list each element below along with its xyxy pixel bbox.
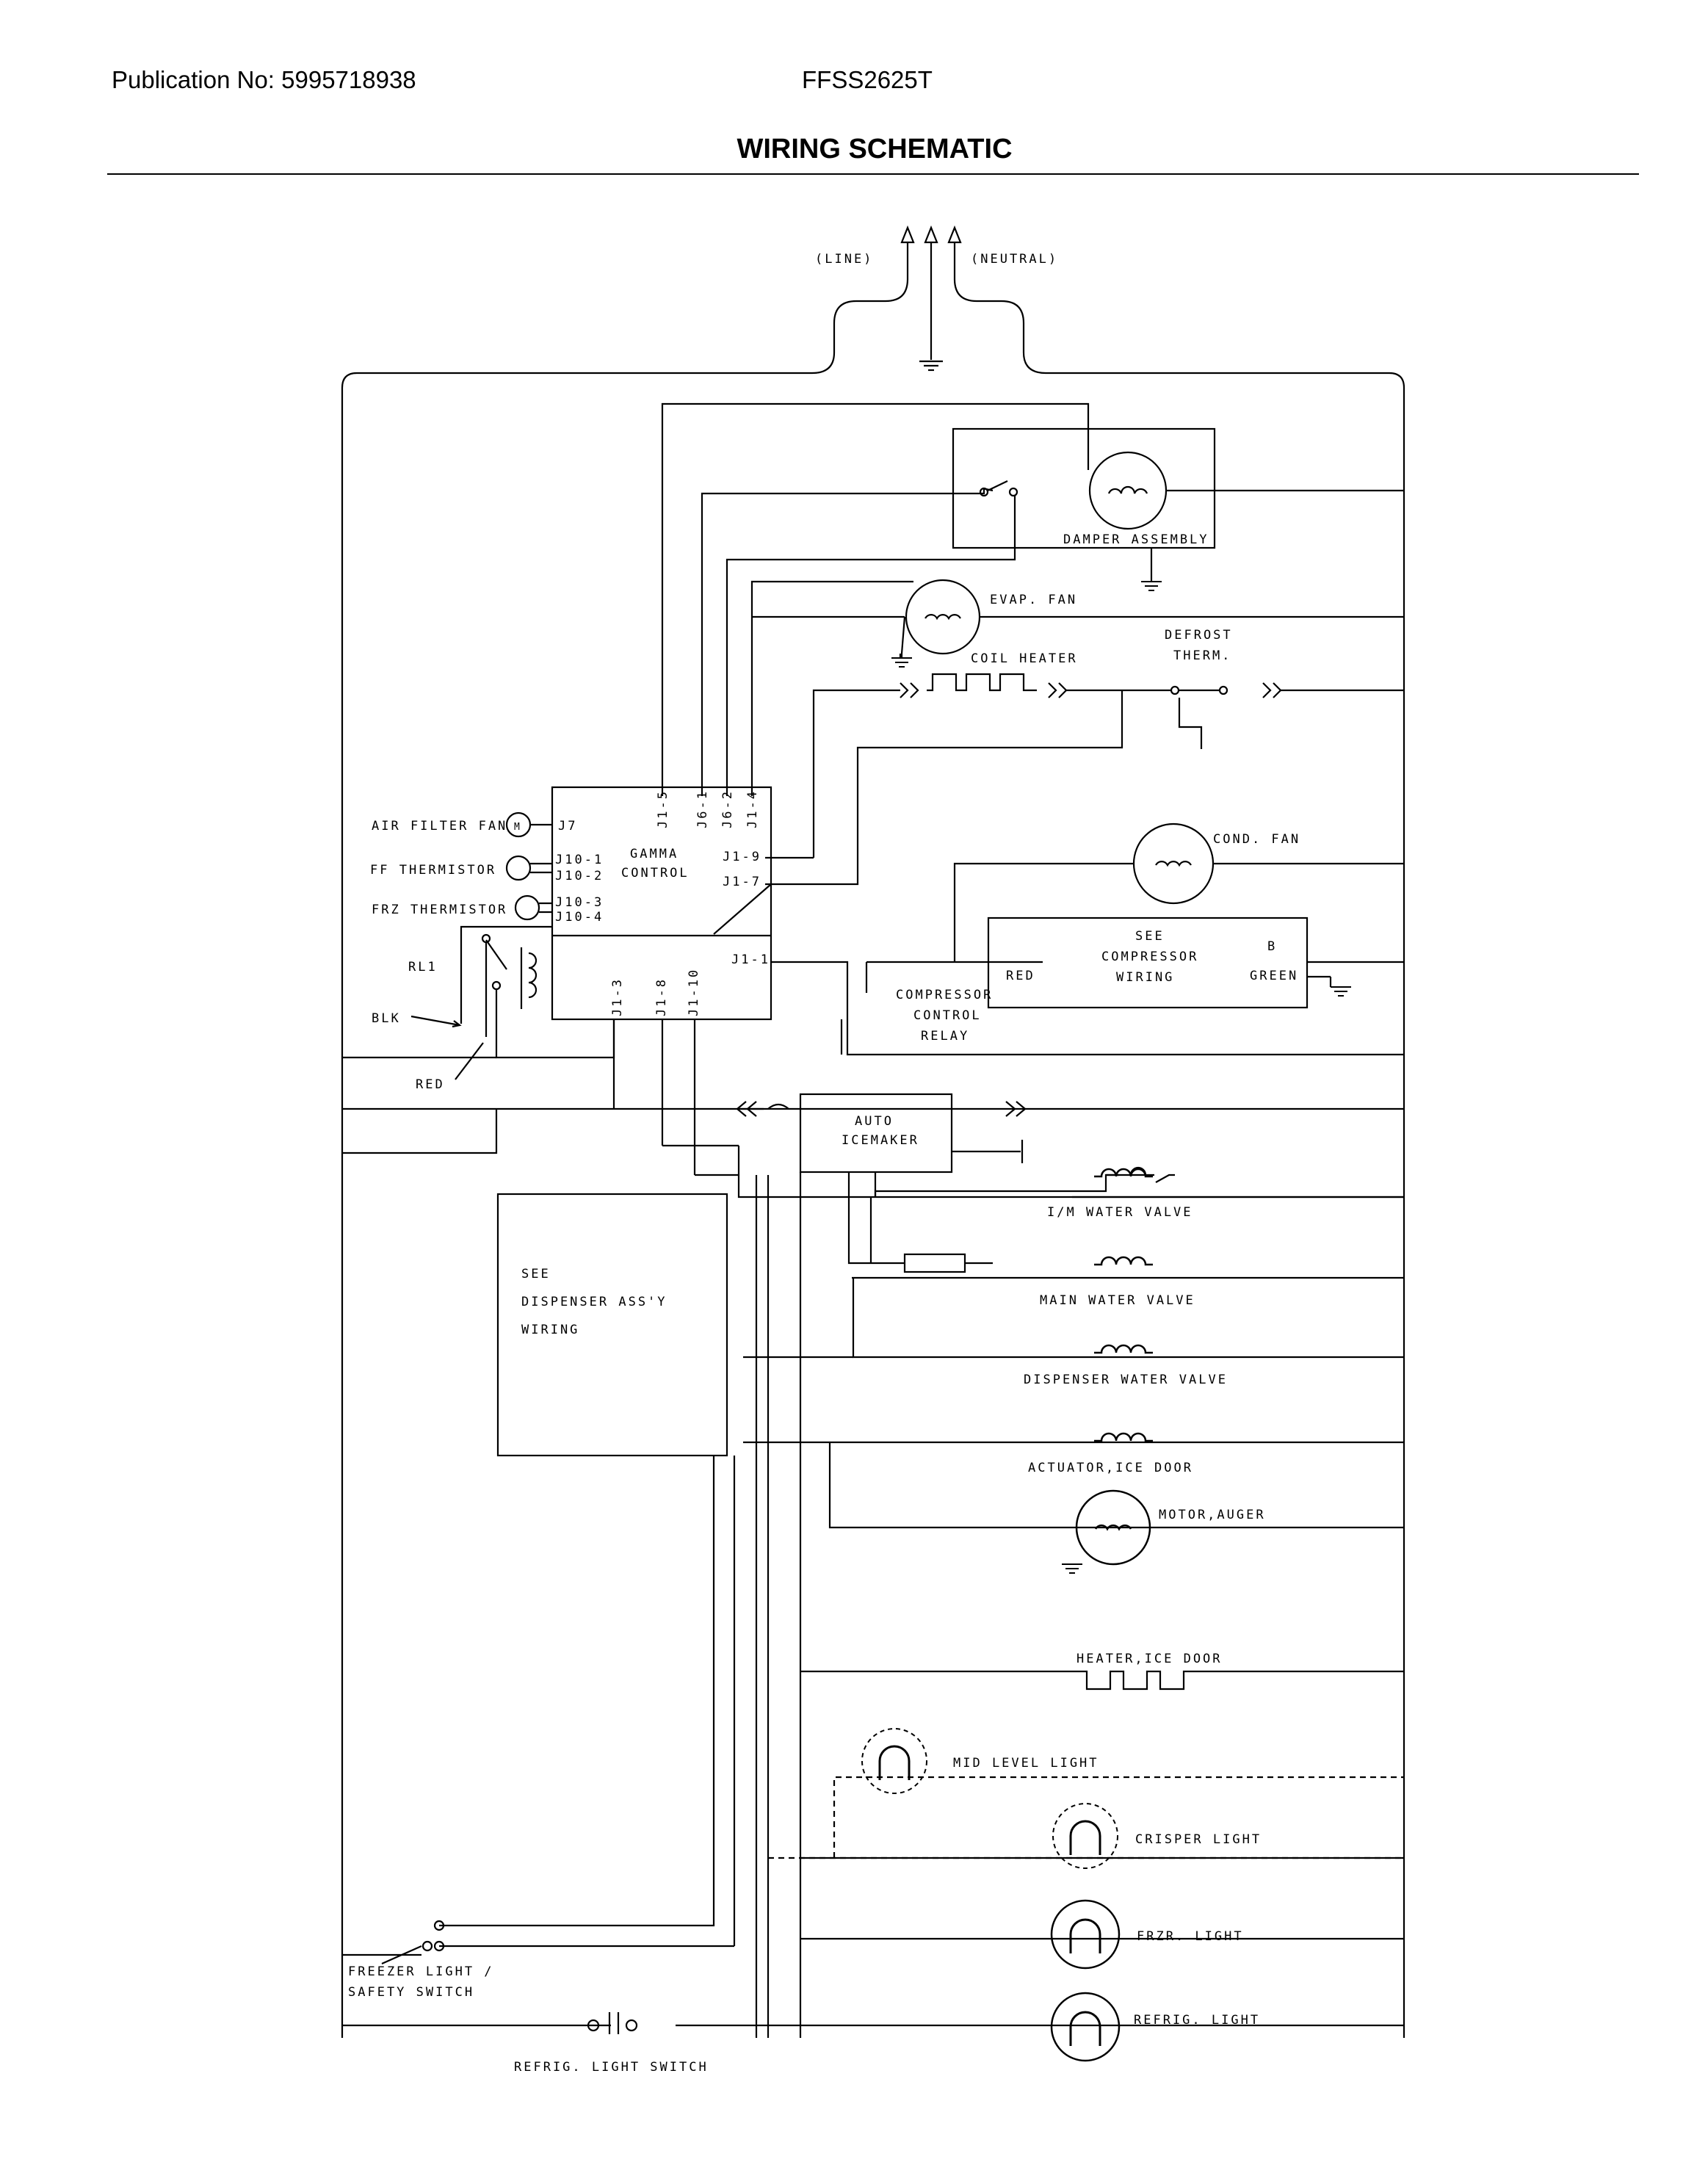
j1-3-label: J1-3 <box>610 977 625 1016</box>
dashed-wire-layer <box>768 1776 1404 1859</box>
neutral-label: (NEUTRAL) <box>971 252 1058 267</box>
relay-label-1: COMPRESSOR <box>896 988 993 1002</box>
dispenser-label-3: WIRING <box>521 1323 579 1337</box>
damper-assembly-label: DAMPER ASSEMBLY <box>1063 532 1209 547</box>
freezer-switch-label-1: FREEZER LIGHT / <box>348 1964 494 1979</box>
component-glyphs <box>861 581 1352 2062</box>
gamma-label-1: GAMMA <box>630 847 679 861</box>
dispenser-water-valve-label: DISPENSER WATER VALVE <box>1024 1373 1228 1387</box>
red-label-left: RED <box>416 1077 445 1092</box>
ff-thermistor-label: FF THERMISTOR <box>370 863 496 878</box>
j1-4-label: J1-4 <box>745 789 760 828</box>
page-title: WIRING SCHEMATIC <box>737 134 1013 164</box>
j1-1-label: J1-1 <box>731 952 770 967</box>
line-label: (LINE) <box>815 252 873 267</box>
frz-thermistor-label: FRZ THERMISTOR <box>372 903 507 917</box>
b-compressor-label: B <box>1267 939 1277 954</box>
refrig-switch-label: REFRIG. LIGHT SWITCH <box>514 2060 709 2075</box>
motor-auger-label: MOTOR,AUGER <box>1159 1508 1266 1522</box>
title-rule <box>107 173 1639 175</box>
j10-3-label: J10-3 <box>555 895 604 910</box>
see-compressor-label-3: WIRING <box>1116 970 1174 985</box>
j10-1-label: J10-1 <box>555 853 604 867</box>
icemaker-label-1: AUTO <box>855 1114 894 1129</box>
j1-10-label: J1-10 <box>687 968 701 1016</box>
mid-level-light-label: MID LEVEL LIGHT <box>953 1756 1099 1771</box>
j1-9-label: J1-9 <box>723 850 761 864</box>
coil-heater-label: COIL HEATER <box>971 651 1078 666</box>
gamma-label-2: CONTROL <box>621 866 690 881</box>
j1-8-label: J1-8 <box>654 977 669 1016</box>
relay-label-3: RELAY <box>921 1029 969 1044</box>
j6-1-label: J6-1 <box>695 789 710 828</box>
cond-fan-label: COND. FAN <box>1213 832 1300 847</box>
defrost-therm-label-1: DEFROST <box>1165 628 1233 643</box>
heater-ice-door-label: HEATER,ICE DOOR <box>1076 1652 1223 1666</box>
air-filter-fan-label: AIR FILTER FAN <box>372 819 507 834</box>
j6-2-label: J6-2 <box>720 789 735 828</box>
crisper-light-label: CRISPER LIGHT <box>1135 1832 1262 1847</box>
rl1-label: RL1 <box>408 960 438 975</box>
wire-layer <box>341 225 1405 2038</box>
j10-4-label: J10-4 <box>555 910 604 925</box>
motor-m-label: M <box>514 822 520 833</box>
see-compressor-label-2: COMPRESSOR <box>1101 950 1198 964</box>
green-compressor-label: GREEN <box>1250 969 1298 983</box>
evap-fan-label: EVAP. FAN <box>990 593 1077 607</box>
dispenser-label-2: DISPENSER ASS'Y <box>521 1295 667 1309</box>
j1-5-label: J1-5 <box>656 789 670 828</box>
im-water-valve-label: I/M WATER VALVE <box>1047 1205 1193 1220</box>
refrig-light-label: REFRIG. LIGHT <box>1134 2013 1260 2028</box>
relay-label-2: CONTROL <box>913 1008 982 1023</box>
j7-label: J7 <box>558 819 577 834</box>
publication-number: Publication No: 5995718938 <box>112 66 416 93</box>
defrost-therm-label-2: THERM. <box>1173 648 1231 663</box>
blk-label: BLK <box>372 1011 401 1026</box>
j1-7-label: J1-7 <box>723 875 761 889</box>
model-number: FFSS2625T <box>802 66 933 93</box>
main-water-valve-label: MAIN WATER VALVE <box>1040 1293 1195 1308</box>
freezer-switch-label-2: SAFETY SWITCH <box>348 1985 474 2000</box>
j10-2-label: J10-2 <box>555 869 604 883</box>
schematic-labels: (LINE) (NEUTRAL) DAMPER ASSEMBLY EVAP. F… <box>348 252 1300 2075</box>
see-compressor-label-1: SEE <box>1135 929 1165 944</box>
actuator-ice-door-label: ACTUATOR,ICE DOOR <box>1028 1461 1193 1475</box>
red-compressor-label: RED <box>1006 969 1035 983</box>
icemaker-label-2: ICEMAKER <box>842 1133 919 1148</box>
dispenser-label-1: SEE <box>521 1267 551 1281</box>
frzr-light-label: FRZR. LIGHT <box>1137 1929 1244 1944</box>
